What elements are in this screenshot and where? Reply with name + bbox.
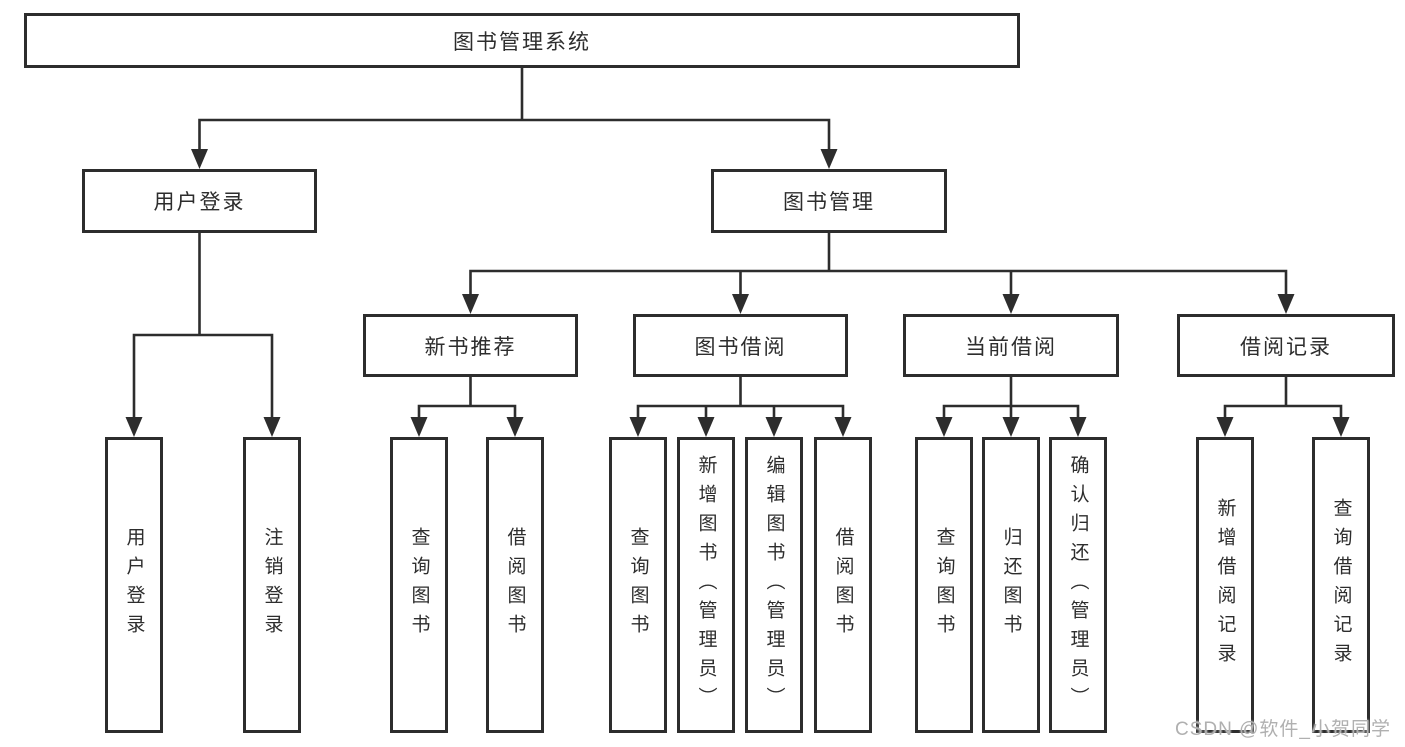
arrowhead <box>820 149 838 169</box>
arrowhead <box>410 417 428 437</box>
arrowhead <box>834 417 852 437</box>
leaf-add-book-admin: 新增图书（管理员） <box>677 437 735 733</box>
leaf-borrow-books-borrowing: 借阅图书 <box>814 437 872 733</box>
leaf-borrow-books-recommend: 借阅图书 <box>486 437 544 733</box>
node-library-management-system: 图书管理系统 <box>24 13 1020 68</box>
node-user-login: 用户登录 <box>82 169 317 233</box>
arrowhead <box>1002 417 1020 437</box>
arrowhead <box>506 417 524 437</box>
connector-group <box>462 231 1295 314</box>
connector-group <box>1216 375 1350 437</box>
arrowhead <box>629 417 647 437</box>
node-book-borrowing: 图书借阅 <box>633 314 848 377</box>
leaf-add-borrow-record: 新增借阅记录 <box>1196 437 1254 733</box>
watermark-text: CSDN @软件_小贺同学 <box>1175 719 1391 740</box>
arrowhead <box>765 417 783 437</box>
connector-group <box>629 375 852 437</box>
arrowhead <box>1277 294 1295 314</box>
arrowhead <box>191 149 208 169</box>
connector-group <box>410 375 524 437</box>
leaf-user-login: 用户登录 <box>105 437 163 733</box>
arrowhead <box>732 294 749 314</box>
arrowhead <box>462 294 479 314</box>
leaf-query-books-current: 查询图书 <box>915 437 973 733</box>
arrowhead <box>697 417 715 437</box>
arrowhead <box>125 417 143 437</box>
node-borrowing-records: 借阅记录 <box>1177 314 1395 377</box>
arrowhead <box>1002 294 1020 314</box>
connector-group <box>935 375 1087 437</box>
node-current-borrowing: 当前借阅 <box>903 314 1119 377</box>
leaf-return-books: 归还图书 <box>982 437 1040 733</box>
node-book-management: 图书管理 <box>711 169 947 233</box>
arrowhead <box>1069 417 1087 437</box>
connector-group <box>125 231 281 437</box>
connector-group <box>191 66 838 169</box>
leaf-edit-book-admin: 编辑图书（管理员） <box>745 437 803 733</box>
leaf-query-books-borrowing: 查询图书 <box>609 437 667 733</box>
arrowhead <box>935 417 953 437</box>
arrowhead <box>1332 417 1350 437</box>
leaf-logout: 注销登录 <box>243 437 301 733</box>
leaf-query-books-recommend: 查询图书 <box>390 437 448 733</box>
leaf-confirm-return-admin: 确认归还（管理员） <box>1049 437 1107 733</box>
node-new-book-recommendation: 新书推荐 <box>363 314 578 377</box>
arrowhead <box>1216 417 1234 437</box>
arrowhead <box>263 417 281 437</box>
leaf-query-borrow-record: 查询借阅记录 <box>1312 437 1370 733</box>
